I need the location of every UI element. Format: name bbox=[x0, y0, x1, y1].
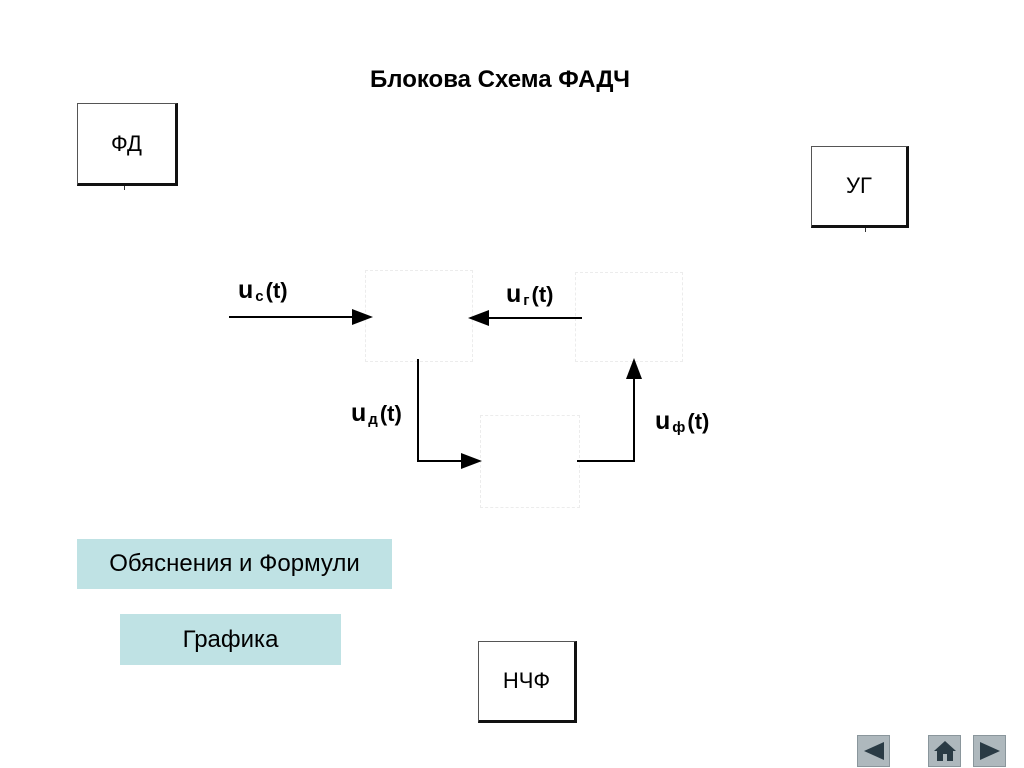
page-title: Блокова Схема ФАДЧ bbox=[370, 66, 630, 93]
right-triangle-icon bbox=[979, 742, 1000, 760]
arrow-head-left bbox=[468, 310, 489, 326]
detector-output-line bbox=[417, 359, 466, 462]
low-pass-filter-block[interactable]: НЧФ bbox=[478, 641, 577, 723]
arrow-head-up bbox=[626, 358, 642, 379]
home-icon bbox=[933, 741, 956, 761]
arrow-head-right bbox=[461, 453, 482, 469]
left-triangle-icon bbox=[863, 742, 884, 760]
nav-prev-button[interactable] bbox=[857, 735, 890, 767]
controlled-generator-block[interactable]: УГ bbox=[811, 146, 909, 228]
arrow-head-right bbox=[352, 309, 373, 325]
block-anchor-tick bbox=[124, 186, 125, 190]
phase-detector-block[interactable]: ФД bbox=[77, 103, 178, 186]
filter-output-line bbox=[577, 374, 635, 462]
explanations-button[interactable]: Обяснения и Формули bbox=[77, 539, 392, 589]
nav-next-button[interactable] bbox=[973, 735, 1006, 767]
nav-home-button[interactable] bbox=[928, 735, 961, 767]
graphics-button[interactable]: Графика bbox=[120, 614, 341, 665]
block-anchor-tick bbox=[865, 228, 866, 232]
